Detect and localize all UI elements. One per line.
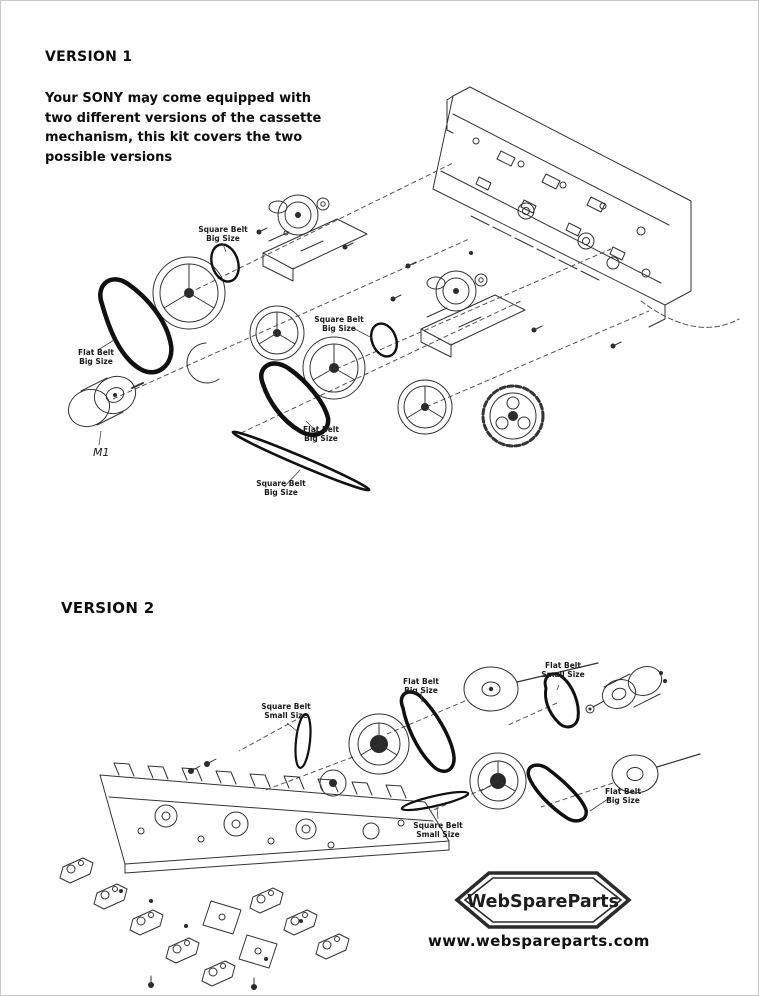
leader-lines-v2 [286, 684, 612, 820]
bracket-parts-v2 [59, 857, 350, 990]
label-flat-belt-small: Flat Belt Small Size [541, 661, 585, 680]
flat-belt-big-2-shape [259, 361, 331, 437]
version1-intro-text: Your SONY may come equipped with two dif… [45, 91, 322, 165]
diagram-version1 [67, 86, 740, 492]
label-square-belt-big-2: Square Belt Big Size [314, 315, 364, 334]
square-belt-small-2-shape [400, 790, 470, 812]
version1-title: VERSION 1 [45, 49, 133, 65]
flat-belt-big-1-shape [98, 277, 174, 375]
axis-lines-v1 [112, 162, 650, 434]
flat-belt-big-right-shape [526, 763, 588, 823]
label-motor-m1: M1 [93, 446, 110, 459]
motor-mount-clamp [186, 342, 220, 384]
gear-wheel-v1 [481, 384, 545, 448]
mechanism-assembly-2 [420, 270, 526, 358]
insert-caret-mark: ˇ [142, 101, 146, 110]
square-belt-big-3-shape [231, 430, 371, 492]
chassis-plate-v2 [99, 758, 450, 874]
label-square-belt-big-3: Square Belt Big Size [256, 479, 306, 498]
brand-logo: WebSpareParts [454, 871, 632, 929]
logo-text: WebSpareParts [467, 892, 619, 912]
square-belt-big-1-shape [210, 243, 240, 283]
diagram-version2 [59, 662, 701, 990]
label-flat-belt-big-2: Flat Belt Big Size [303, 425, 339, 444]
square-belt-small-1-shape [294, 713, 312, 769]
label-square-belt-small-1: Square Belt Small Size [261, 702, 311, 721]
pulleys-v1 [152, 256, 453, 435]
label-square-belt-big-1: Square Belt Big Size [198, 225, 248, 244]
label-flat-belt-big-right: Flat Belt Big Size [605, 787, 641, 806]
chassis-plate-v1 [432, 86, 740, 328]
square-belt-big-2-shape [369, 322, 399, 358]
motor-m1 [67, 375, 144, 428]
flat-belt-big-top-shape [399, 690, 456, 773]
leader-lines-v1 [97, 243, 373, 488]
label-square-belt-small-2: Square Belt Small Size [413, 821, 463, 840]
motor-v2 [585, 666, 667, 714]
version2-title: VERSION 2 [61, 599, 155, 617]
logo-hexagon-inner [463, 877, 623, 923]
label-flat-belt-big-top: Flat Belt Big Size [403, 677, 439, 696]
flat-belt-small-shape [543, 672, 580, 729]
website-url: www.webspareparts.com [428, 932, 650, 950]
pulleys-v2 [319, 662, 701, 810]
logo-hexagon-outer [454, 871, 632, 929]
label-flat-belt-big-1: Flat Belt Big Size [78, 348, 114, 367]
mechanism-assembly-1 [262, 194, 368, 282]
screws-v1 [256, 227, 622, 349]
